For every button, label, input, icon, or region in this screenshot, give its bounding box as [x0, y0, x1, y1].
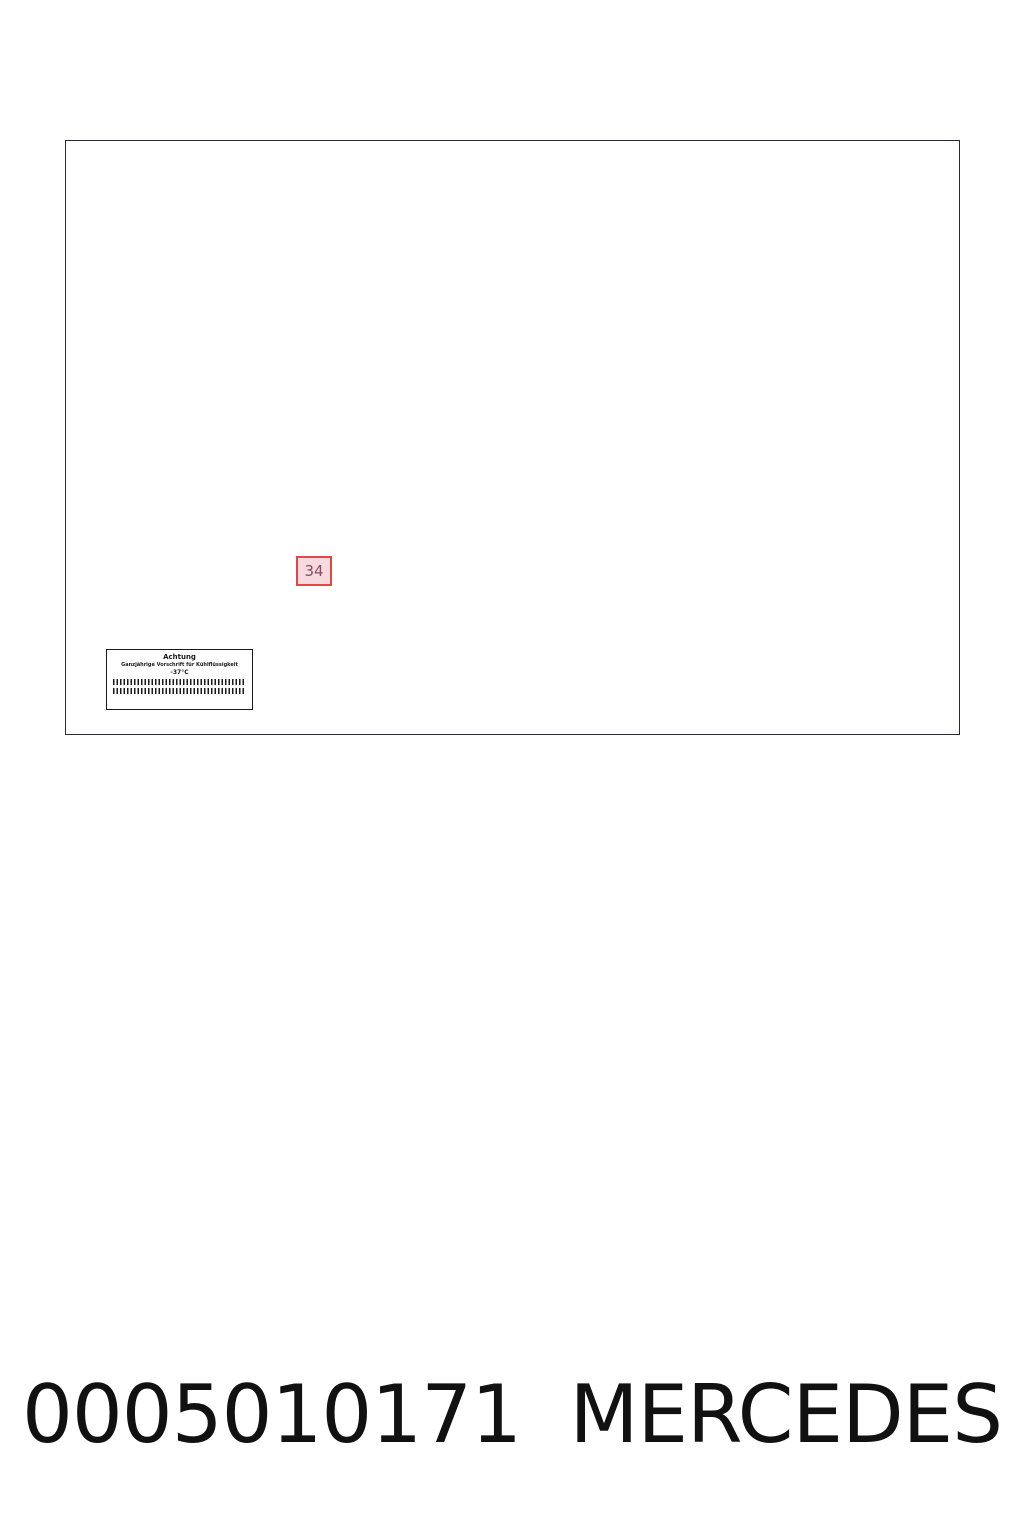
label-barcode-1: [113, 679, 246, 685]
diagram-frame: [65, 140, 960, 735]
bottom-caption: 0005010171 MERCEDES: [0, 1370, 1024, 1460]
brand-name: MERCEDES: [569, 1368, 1003, 1461]
label-line1: Ganzjährige Vorschrift für Kühlflüssigke…: [121, 662, 238, 668]
coolant-warning-label: Achtung Ganzjährige Vorschrift für Kühlf…: [106, 649, 253, 710]
part-number: 0005010171: [22, 1368, 522, 1461]
highlighted-part-box[interactable]: [296, 556, 332, 586]
label-line2: -37°C: [170, 669, 189, 676]
callout-34-highlighted[interactable]: 34: [304, 562, 324, 580]
label-barcode-2: [113, 688, 246, 694]
label-title: Achtung: [163, 653, 196, 661]
